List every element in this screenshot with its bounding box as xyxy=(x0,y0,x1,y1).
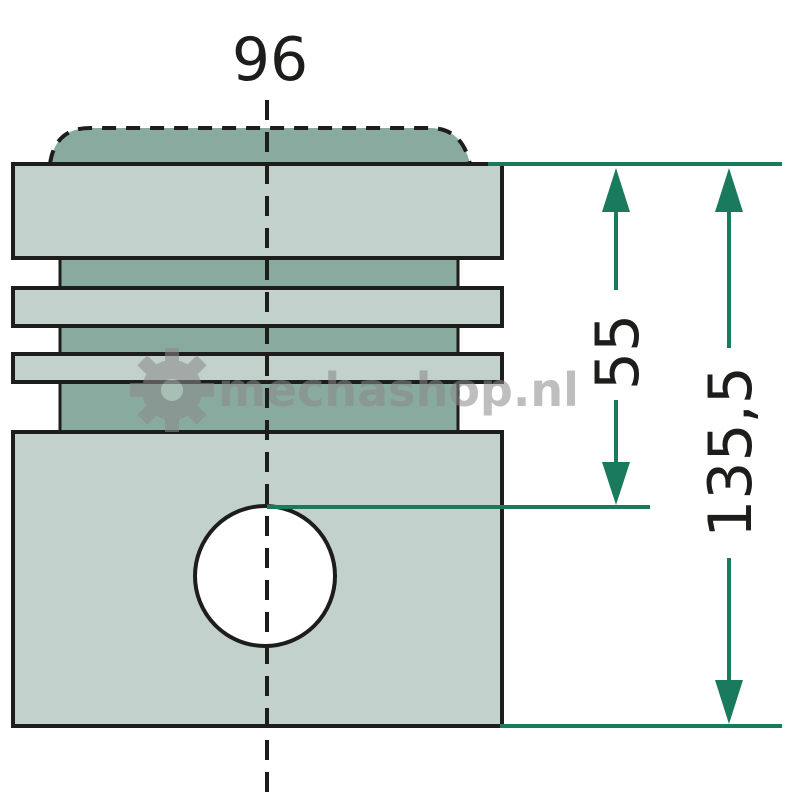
watermark: mechashop.nl xyxy=(130,348,579,432)
piston-top-land xyxy=(11,162,504,260)
piston-crown xyxy=(50,128,470,164)
piston-crown-outline xyxy=(48,126,472,165)
diameter-label: 96 xyxy=(232,25,308,95)
piston-ring-land-2 xyxy=(11,352,504,384)
pin-height-label: 55 xyxy=(583,314,653,390)
total-height-dimension: 135,5 xyxy=(696,168,766,724)
total-height-label: 135,5 xyxy=(696,366,766,538)
watermark-text: mechashop.nl xyxy=(218,363,579,417)
piston-ring-land-1 xyxy=(11,286,504,328)
pin-height-arrow-bottom xyxy=(602,462,630,505)
total-height-arrow-top xyxy=(715,168,743,212)
groove-core-2 xyxy=(58,324,460,356)
gear-icon xyxy=(130,348,214,432)
total-height-arrow-bottom xyxy=(715,680,743,724)
pin-height-arrow-top xyxy=(602,168,630,212)
pin-height-dimension: 55 xyxy=(583,168,653,505)
groove-core-1 xyxy=(58,256,460,290)
